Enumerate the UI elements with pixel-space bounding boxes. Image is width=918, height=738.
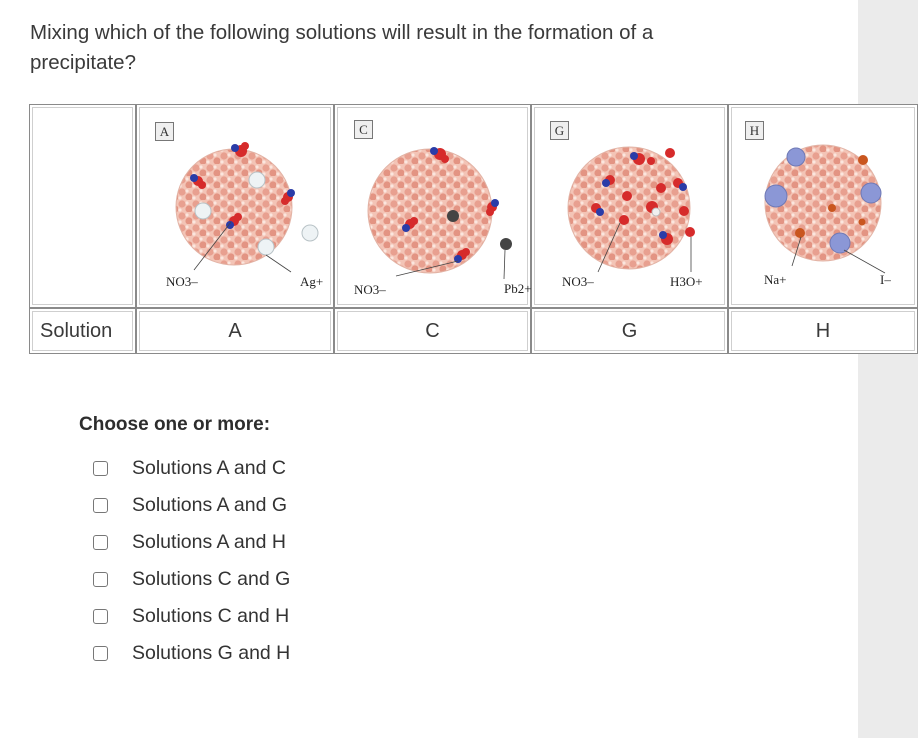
option-c-and-h[interactable]: Solutions C and H bbox=[93, 602, 289, 630]
choose-label: Choose one or more: bbox=[79, 414, 271, 435]
option-label[interactable]: Solutions C and H bbox=[132, 604, 290, 627]
option-checkbox[interactable] bbox=[93, 534, 108, 550]
option-checkbox[interactable] bbox=[93, 460, 108, 476]
solution-panel-c: C NO3– Pb2+ bbox=[334, 104, 532, 308]
option-label[interactable]: Solutions A and G bbox=[132, 493, 288, 516]
solution-panel-h: H Na+ I– bbox=[728, 104, 918, 308]
ion-label-c-1: NO3– bbox=[354, 282, 386, 297]
table-corner-cell bbox=[29, 104, 136, 308]
panel-tag-c: C bbox=[354, 120, 373, 139]
option-label[interactable]: Solutions G and H bbox=[132, 641, 291, 664]
ion-label-g-2: H3O+ bbox=[670, 274, 703, 289]
option-checkbox[interactable] bbox=[93, 571, 108, 587]
panel-tag-h: H bbox=[745, 121, 764, 140]
question-text: Mixing which of the following solutions … bbox=[30, 21, 654, 74]
panel-tag-g: G bbox=[550, 121, 569, 140]
option-a-and-h[interactable]: Solutions A and H bbox=[93, 528, 286, 556]
ion-label-a-2: Ag+ bbox=[300, 274, 324, 289]
ion-label-c-2: Pb2+ bbox=[504, 281, 532, 296]
option-a-and-c[interactable]: Solutions A and C bbox=[93, 454, 286, 482]
molecular-view-a bbox=[175, 142, 319, 273]
solution-panel-a: A NO3– Ag+ bbox=[136, 104, 334, 308]
option-a-and-g[interactable]: Solutions A and G bbox=[93, 491, 287, 519]
ion-label-g-1: NO3– bbox=[562, 274, 594, 289]
molecular-view-h bbox=[764, 144, 886, 274]
option-label[interactable]: Solutions A and C bbox=[132, 456, 286, 479]
solutions-table: Solution A C G H A NO3– bbox=[29, 104, 918, 354]
option-checkbox[interactable] bbox=[93, 645, 108, 661]
ion-label-h-2: I– bbox=[880, 272, 891, 287]
ion-label-a-1: NO3– bbox=[166, 274, 198, 289]
option-g-and-h[interactable]: Solutions G and H bbox=[93, 639, 290, 667]
solution-label-a: A bbox=[136, 308, 334, 354]
option-label[interactable]: Solutions C and G bbox=[132, 567, 291, 590]
solution-label-c: C bbox=[334, 308, 531, 354]
panel-tag-a: A bbox=[155, 122, 174, 141]
solution-label-g: G bbox=[531, 308, 728, 354]
option-checkbox[interactable] bbox=[93, 608, 108, 624]
molecular-view-g bbox=[567, 146, 695, 273]
option-label[interactable]: Solutions A and H bbox=[132, 530, 286, 553]
option-checkbox[interactable] bbox=[93, 497, 108, 513]
molecular-view-c bbox=[367, 147, 512, 280]
row-header-solution: Solution bbox=[29, 308, 136, 354]
solution-panel-g: G NO3– H3O+ bbox=[531, 104, 728, 308]
ion-label-h-1: Na+ bbox=[764, 272, 787, 287]
option-c-and-g[interactable]: Solutions C and G bbox=[93, 565, 290, 593]
solution-label-h: H bbox=[728, 308, 918, 354]
